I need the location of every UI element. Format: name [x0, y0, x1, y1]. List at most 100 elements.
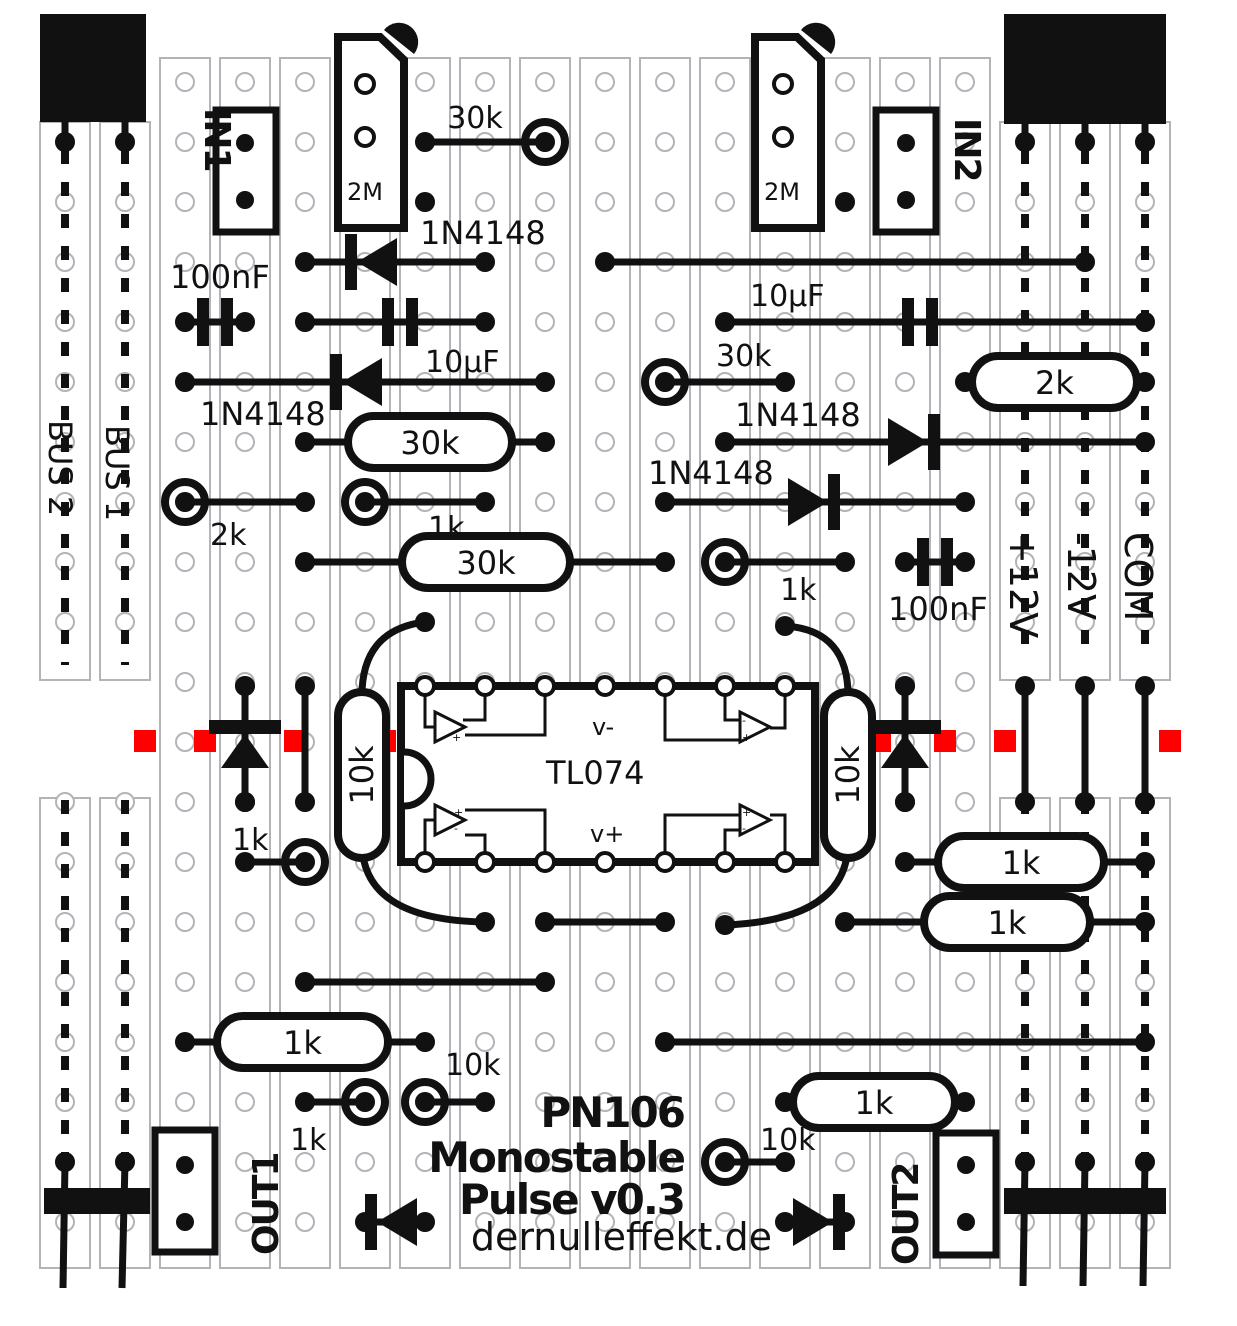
resistor-body: [344, 412, 516, 472]
solder-point: [235, 676, 255, 696]
standing-resistor: [401, 1078, 449, 1126]
hole: [895, 372, 915, 392]
hole: [895, 1152, 915, 1172]
hole: [295, 132, 315, 152]
hole: [175, 972, 195, 992]
hole: [175, 912, 195, 932]
hole: [835, 132, 855, 152]
svg-text:-: -: [742, 822, 746, 835]
solder-point: [295, 792, 315, 812]
hole: [475, 1032, 495, 1052]
solder-point: [295, 1092, 315, 1112]
hole: [535, 492, 555, 512]
diode-body: [888, 418, 928, 466]
solder-point: [235, 312, 255, 332]
ic-vplus-label: v+: [590, 820, 624, 848]
solder-point: [895, 676, 915, 696]
hole: [775, 972, 795, 992]
hole: [955, 612, 975, 632]
hole: [595, 312, 615, 332]
hole: [955, 732, 975, 752]
solder-point: [1135, 312, 1155, 332]
hole: [175, 732, 195, 752]
hole: [295, 72, 315, 92]
solder-point: [175, 1032, 195, 1052]
component-label: 2k: [210, 518, 247, 553]
capacitor-plate: [926, 298, 938, 346]
solder-point: [295, 312, 315, 332]
component-label: 1k: [988, 904, 1027, 942]
jack-in2: [872, 106, 940, 236]
hole: [655, 1152, 675, 1172]
solder-point: [475, 1092, 495, 1112]
hole: [55, 972, 75, 992]
hole: [475, 72, 495, 92]
solder-point: [1015, 676, 1035, 696]
header-pin: [1015, 1152, 1035, 1172]
hole: [295, 192, 315, 212]
solder-point: [775, 1092, 795, 1112]
solder-point: [535, 972, 555, 992]
standing-resistor: [341, 1078, 389, 1126]
standing-resistor: [641, 358, 689, 406]
component-label: 30k: [456, 544, 516, 582]
solder-point: [175, 372, 195, 392]
diode-band: [828, 474, 840, 530]
hole: [55, 612, 75, 632]
hole: [535, 252, 555, 272]
hole: [175, 612, 195, 632]
hole: [895, 72, 915, 92]
trimpot-1: 2M: [334, 22, 419, 232]
solder-point: [595, 252, 615, 272]
resistor-body: [213, 1012, 392, 1072]
hole: [535, 1032, 555, 1052]
com-label: COM: [1116, 532, 1160, 621]
hole: [655, 312, 675, 332]
title-line2: Monostable: [428, 1133, 684, 1182]
solder-point: [475, 912, 495, 932]
header-legs: [59, 122, 1149, 1289]
solder-point: [655, 492, 675, 512]
hole: [235, 1152, 255, 1172]
hole: [175, 132, 195, 152]
component-label: 1N4148: [420, 214, 546, 252]
strip: [819, 57, 871, 1269]
hole: [715, 1092, 735, 1112]
hole: [595, 72, 615, 92]
solder-point: [535, 132, 555, 152]
hole: [655, 192, 675, 212]
plus12v-label: +12V: [1001, 532, 1045, 638]
solder-point: [655, 1032, 675, 1052]
hole: [655, 1092, 675, 1112]
hole: [595, 1032, 615, 1052]
hole: [295, 1152, 315, 1172]
resistor-body: [334, 688, 390, 862]
hole: [895, 972, 915, 992]
jack-out1: [151, 1126, 219, 1256]
ic-tl074: -+ -+ +- +- TL074 v- v+: [397, 675, 819, 873]
power-header-top: [1004, 14, 1166, 124]
solder-point: [1075, 676, 1095, 696]
hole: [595, 1092, 615, 1112]
solder-point: [355, 1212, 375, 1232]
hole: [535, 72, 555, 92]
cut-marker: [994, 730, 1016, 752]
hole: [1015, 972, 1035, 992]
led-band: [209, 720, 281, 734]
solder-point: [955, 1092, 975, 1112]
hole: [535, 1212, 555, 1232]
hole: [895, 612, 915, 632]
solder-point: [415, 612, 435, 632]
solder-point: [835, 552, 855, 572]
solder-point: [835, 192, 855, 212]
jack-in1: [212, 106, 280, 236]
hole: [655, 612, 675, 632]
jack-out2: [932, 1129, 1000, 1259]
strip: [159, 57, 211, 1269]
solder-point: [775, 1212, 795, 1232]
hole: [115, 612, 135, 632]
solder-point: [775, 1152, 795, 1172]
copper-strips: [39, 57, 1171, 1269]
strip: [939, 57, 991, 1269]
